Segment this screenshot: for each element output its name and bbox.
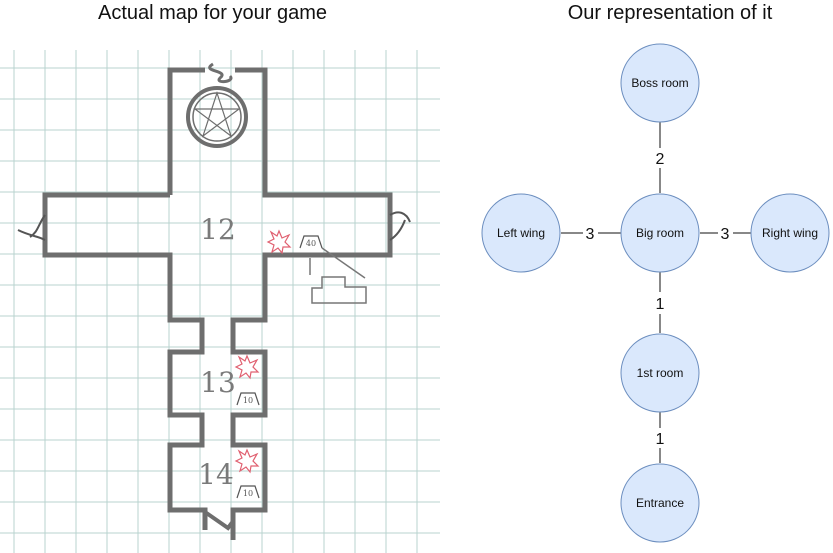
node-label-big-room: Big room xyxy=(636,226,684,240)
graph-title: Our representation of it xyxy=(567,2,773,24)
node-label-right-wing: Right wing xyxy=(762,226,818,240)
stair-platform-icon xyxy=(309,247,367,304)
trap-value-14: 10 xyxy=(243,489,253,498)
map-walls xyxy=(42,62,393,540)
node-label-boss-room: Boss room xyxy=(631,76,688,90)
node-right-wing[interactable]: Right wing xyxy=(750,193,830,273)
trap-icon-13: 10 xyxy=(236,392,260,406)
hazard-icon-13 xyxy=(234,354,260,380)
node-big-room[interactable]: Big room xyxy=(620,193,700,273)
trap-icon-12: 40 xyxy=(299,235,323,249)
node-label-first-room: 1st room xyxy=(637,366,684,380)
edge-weight-left-big: 3 xyxy=(586,226,595,243)
edge-weight-boss-big: 2 xyxy=(656,151,665,168)
edge-weight-first-entrance: 1 xyxy=(656,431,665,448)
node-boss-room[interactable]: Boss room xyxy=(620,43,700,123)
trap-icon-14: 10 xyxy=(236,485,260,499)
bottom-door xyxy=(203,510,236,531)
edge-weight-big-right: 3 xyxy=(721,226,730,243)
left-door xyxy=(17,214,46,241)
node-first-room[interactable]: 1st room xyxy=(620,333,700,413)
right-door xyxy=(389,211,411,241)
pentagram-icon xyxy=(186,86,248,148)
node-label-entrance: Entrance xyxy=(636,496,684,510)
room-number-14: 14 xyxy=(198,458,234,491)
node-label-left-wing: Left wing xyxy=(497,226,545,240)
node-left-wing[interactable]: Left wing xyxy=(481,193,561,273)
trap-value-13: 10 xyxy=(243,396,253,405)
map-grid xyxy=(0,50,440,553)
room-number-12: 12 xyxy=(200,213,236,246)
trap-value-12: 40 xyxy=(306,239,316,248)
wall-outline xyxy=(42,67,393,540)
side-doors xyxy=(17,211,411,241)
secret-door xyxy=(208,62,233,84)
map-title: Actual map for your game xyxy=(98,2,327,24)
room-number-13: 13 xyxy=(200,366,236,399)
hazard-icon-12 xyxy=(266,229,292,255)
hazard-icon-14 xyxy=(234,448,260,474)
edge-weight-big-first: 1 xyxy=(656,296,665,313)
edge-weights: 2 3 3 1 1 xyxy=(583,148,733,448)
graph-nodes: Boss room Big room Left wing Right wing … xyxy=(481,43,830,543)
node-entrance[interactable]: Entrance xyxy=(620,463,700,543)
